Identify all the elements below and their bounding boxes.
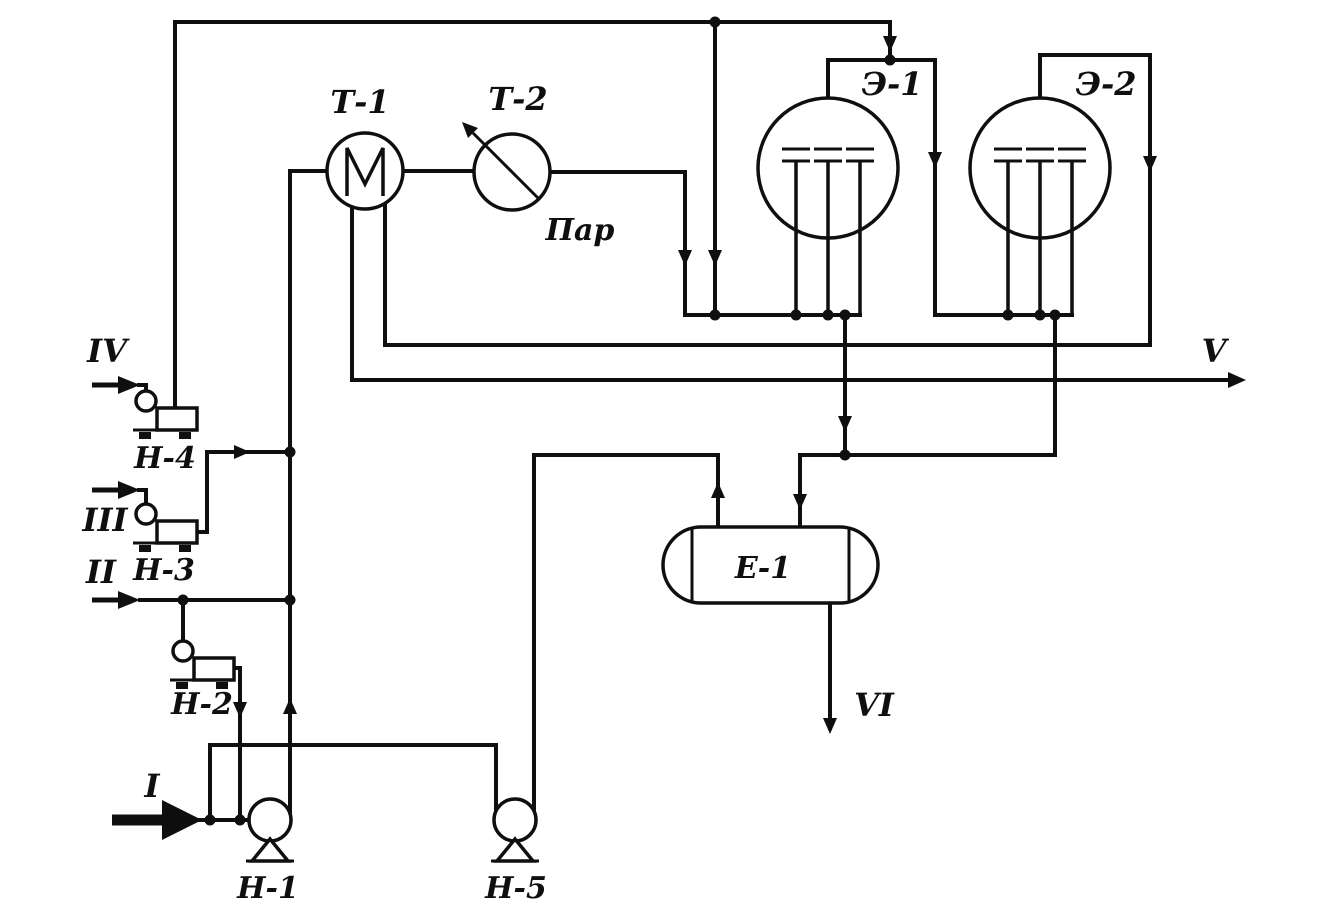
junction-dot	[284, 446, 296, 458]
pipe-settler-to-h5	[532, 453, 720, 813]
label-stream2: II	[85, 553, 117, 591]
arrow-stream4-inlet	[118, 376, 140, 394]
h2-head	[171, 639, 195, 663]
h3-foot	[179, 545, 191, 552]
h3-foot	[139, 545, 151, 552]
arrow-down-e2-product	[1143, 156, 1157, 172]
junction-dot	[177, 594, 189, 606]
h4-foot	[139, 432, 151, 439]
e2-electrodes	[994, 147, 1086, 315]
settler-vessel-e1	[661, 525, 880, 605]
pipe-t2-to-e1-header	[548, 170, 862, 317]
label-h4: Н-4	[133, 441, 196, 476]
e1-vessel-body	[661, 525, 880, 605]
e1-electrodes	[782, 147, 874, 315]
pipe-e1-to-e2-transfer	[826, 58, 1074, 317]
h4-foot	[179, 432, 191, 439]
heat-exchanger-t1	[325, 131, 405, 211]
dosing-pump-h2	[170, 639, 236, 689]
h5-stand	[493, 836, 537, 863]
junction-dot	[1034, 309, 1046, 321]
h4-head	[134, 389, 158, 413]
arrow-down-transfer-to-e2	[928, 152, 942, 168]
arrow-steam-t2	[462, 122, 478, 138]
t1-shell	[325, 131, 405, 211]
pipe-h5-recycle	[208, 743, 498, 822]
arrow-down-top-line-to-transfer	[883, 36, 897, 52]
pipe-feed-riser	[288, 169, 329, 816]
h3-head	[134, 502, 158, 526]
h1-stand	[248, 836, 292, 863]
dosing-pump-h4	[133, 389, 199, 439]
junction-dot	[1002, 309, 1014, 321]
label-h2: Н-2	[170, 687, 233, 722]
arrow-down-into-settler	[793, 494, 807, 510]
label-t1: Т-1	[330, 83, 389, 121]
label-h1: Н-1	[236, 871, 299, 906]
h2-foot	[176, 682, 188, 689]
junction-dots	[177, 16, 1061, 826]
pipe-h2-discharge	[232, 666, 242, 822]
junction-dot	[839, 309, 851, 321]
h3-body	[155, 519, 199, 545]
stream-inlet-stubs	[92, 382, 166, 826]
pipe-e2-drain-to-settler	[798, 313, 1057, 529]
label-steam: Пар	[545, 213, 615, 248]
electrodehydrator-e1	[756, 96, 900, 315]
h1-casing	[247, 797, 293, 843]
label-stream5: V	[1202, 332, 1230, 370]
arrow-right-h3-chemical	[234, 445, 250, 459]
diagram-labels: Т-1 Т-2 Пар Э-1 Э-2 Е-1 Н-4 Н-3 Н-2 Н-1 …	[82, 65, 1230, 906]
label-t2: Т-2	[488, 80, 547, 118]
arrow-stream1-inlet	[162, 800, 202, 840]
label-h5: Н-5	[484, 871, 547, 906]
pipe-t1-to-stream-v	[350, 205, 1232, 382]
steam-heater-t2	[471, 131, 552, 212]
t2-diagonal-icon	[471, 131, 541, 201]
junction-dot	[204, 814, 216, 826]
pipe-e2-to-t1-return	[383, 53, 1152, 347]
label-vessel-e1: Е-1	[734, 551, 791, 586]
arrow-up-feed-riser	[283, 698, 297, 714]
junction-dot	[822, 309, 834, 321]
label-stream1: I	[144, 767, 161, 805]
junction-dot	[1049, 309, 1061, 321]
arrow-down-water-to-e1-header	[708, 250, 722, 266]
arrow-up-out-of-settler	[711, 482, 725, 498]
h2-body	[192, 656, 236, 682]
pipe-stream3-stub	[137, 488, 148, 506]
pump-h5	[491, 797, 539, 863]
h4-body	[155, 406, 199, 432]
arrow-right-stream5-out	[1228, 372, 1246, 388]
arrow-down-h2-discharge	[233, 702, 247, 718]
h2-foot	[216, 682, 228, 689]
junction-dot	[709, 309, 721, 321]
junction-dot	[709, 16, 721, 28]
t1-coil-icon	[345, 147, 385, 196]
arrow-down-feed-to-e1-header	[678, 250, 692, 266]
arrow-down-stream6-out	[823, 718, 837, 734]
label-e2: Э-2	[1076, 65, 1137, 103]
arrow-down-e1-drain	[838, 416, 852, 432]
junction-dot	[234, 814, 246, 826]
electrodehydrator-e2	[968, 96, 1112, 315]
junction-dot	[839, 449, 851, 461]
arrow-stream2-inlet	[118, 591, 140, 609]
pump-h1	[246, 797, 294, 863]
arrow-stream3-inlet	[118, 481, 140, 499]
label-stream6: VI	[854, 686, 895, 724]
h5-casing	[492, 797, 538, 843]
label-stream4: IV	[86, 332, 130, 370]
junction-dot	[284, 594, 296, 606]
dosing-pump-h3	[133, 502, 199, 552]
flow-arrows	[118, 36, 1246, 840]
junction-dot	[884, 54, 896, 66]
label-stream3: III	[82, 501, 129, 539]
label-e1: Э-1	[862, 65, 923, 103]
pipe-h3-discharge	[195, 450, 292, 534]
label-h3: Н-3	[132, 553, 195, 588]
junction-dot	[790, 309, 802, 321]
